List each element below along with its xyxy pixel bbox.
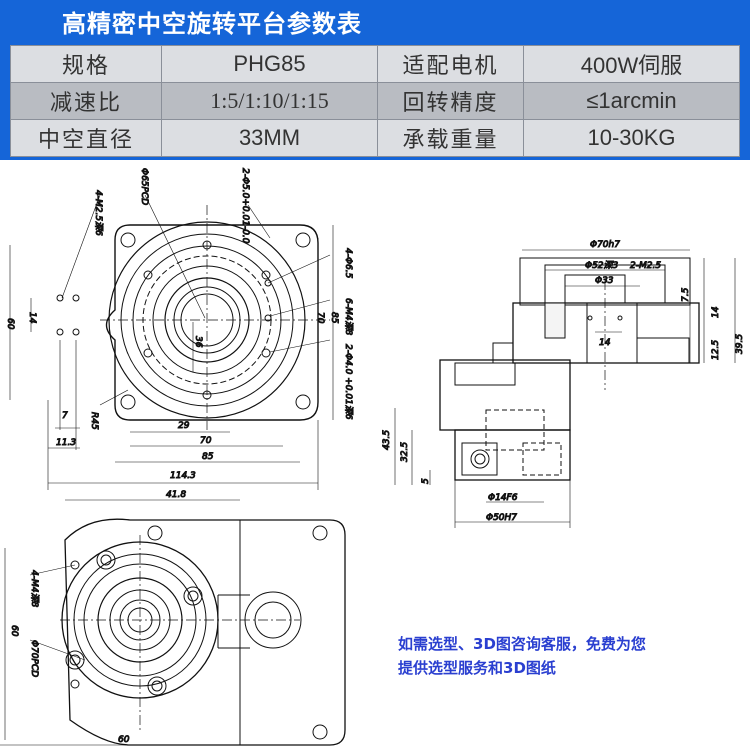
page-title: 高精密中空旋转平台参数表 [62,10,362,38]
spec-value: PHG85 [161,45,378,83]
spec-value: 10-30KG [523,119,740,157]
spec-value: 33MM [161,119,378,157]
dim-label: 60 [5,318,15,330]
dim-label: 11.3 [56,438,76,448]
dim-label: Φ33 [595,276,614,286]
dim-label: 14 [27,312,37,324]
dim-label: 4-M2.5深6 [93,190,104,236]
spec-label: 适配电机 [377,45,524,83]
dim-label: 5 [421,478,431,484]
dim-label: 2-Φ5.0+0.01-0.0 [240,168,250,244]
dim-label: 70 [200,436,212,446]
spec-label: 减速比 [10,82,162,120]
spec-label: 回转精度 [377,82,524,120]
service-note: 如需选型、3D图咨询客服，免费为您 提供选型服务和3D图纸 [398,632,738,680]
dim-label: Φ50H7 [486,513,517,523]
top-view: 4-M2.5深6 Φ65PCD 2-Φ5.0+0.01-0.0 4-Φ6.5 6… [5,168,355,490]
dim-label: 14 [711,306,721,318]
dim-label: 60 [118,735,130,745]
spec-row: 中空直径 33MM 承载重量 10-30KG [10,119,740,157]
technical-drawing: 4-M2.5深6 Φ65PCD 2-Φ5.0+0.01-0.0 4-Φ6.5 6… [0,168,746,746]
dim-label: 85 [202,452,214,462]
dim-label: 70 [315,312,325,324]
spec-label: 承载重量 [377,119,524,157]
note-line: 如需选型、3D图咨询客服，免费为您 [398,635,646,653]
dim-label: 7 [62,411,68,421]
dim-label: Φ65PCD [139,168,149,205]
dim-label: 36 [193,336,203,348]
dim-label: 6-M4深8 [343,298,354,335]
spec-label: 中空直径 [10,119,162,157]
dim-label: Φ70PCD [29,640,39,677]
dim-label: 41.8 [166,490,186,500]
dim-label: 12.5 [711,340,721,360]
dim-label: 14 [599,338,611,348]
spec-value: 400W伺服 [523,45,740,83]
dim-label: 2-M2.5 [630,261,661,271]
spec-table: 规格 PHG85 适配电机 400W伺服 减速比 1:5/1:10/1:15 回… [10,45,740,157]
dim-label: 114.3 [170,471,196,481]
dim-label: 4-M4深8 [29,570,40,607]
dim-label: 43.5 [382,430,392,450]
spec-label: 规格 [10,45,162,83]
header-banner: 高精密中空旋转平台参数表 规格 PHG85 适配电机 400W伺服 减速比 1:… [0,0,750,160]
side-view: Φ70h7 Φ52深3 2-M2.5 Φ33 14 7.5 14 12.5 39… [382,240,746,528]
dim-label: Φ14F6 [488,493,518,503]
spec-row: 减速比 1:5/1:10/1:15 回转精度 ≤1arcmin [10,82,740,120]
spec-value: ≤1arcmin [523,82,740,120]
dim-label: 60 [9,625,19,637]
dim-label: R45 [89,412,99,430]
dim-label: 85 [329,312,339,324]
dim-label: 39.5 [735,334,745,354]
note-line: 提供选型服务和3D图纸 [398,659,556,677]
dim-label: 7.5 [681,287,691,302]
dim-label: 32.5 [400,442,410,462]
dim-label: 29 [178,421,190,431]
spec-value: 1:5/1:10/1:15 [161,82,378,120]
dim-label: 4-Φ6.5 [343,248,353,279]
dim-label: 2-Φ4.0 +0.01深6 [343,344,354,420]
dim-label: Φ70h7 [590,240,620,250]
spec-row: 规格 PHG85 适配电机 400W伺服 [10,45,740,83]
dim-label: Φ52深3 [585,260,619,271]
bottom-view: 41.8 4-M4深8 Φ70PCD 60 60 [0,490,346,746]
top-view-outline [105,224,319,421]
